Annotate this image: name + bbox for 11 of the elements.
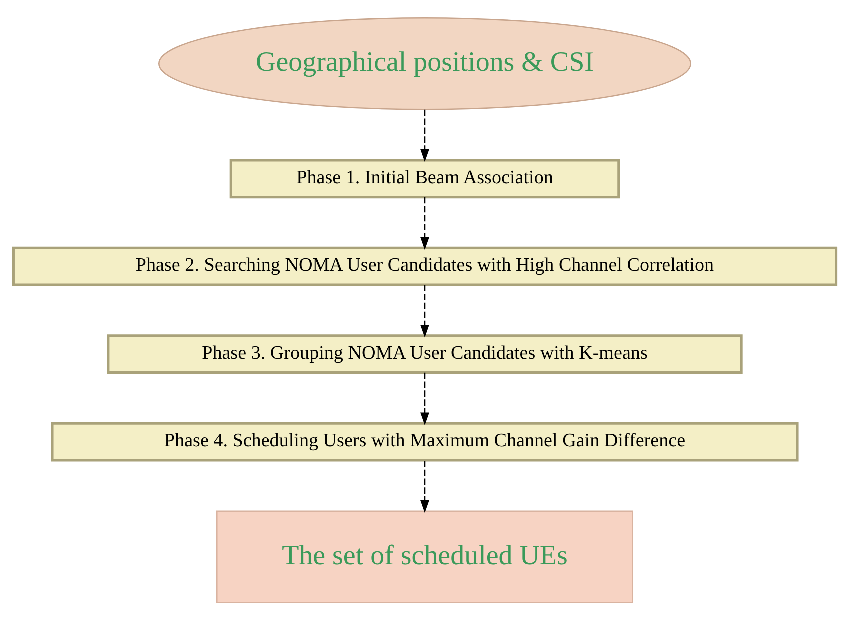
arrow: [420, 372, 430, 426]
node-box: Phase 1. Initial Beam Association: [230, 159, 620, 199]
node-ellipse: Geographical positions & CSI: [158, 17, 692, 110]
node-box: Phase 4. Scheduling Users with Maximum Channel Gain Difference: [51, 422, 799, 462]
arrow: [420, 460, 430, 514]
node-box: The set of scheduled UEs: [216, 510, 634, 604]
node-box: Phase 2. Searching NOMA User Candidates with High Channel Correlation: [12, 246, 838, 286]
arrow: [420, 110, 430, 162]
node-box: Phase 3. Grouping NOMA User Candidates with K-means: [107, 334, 743, 374]
arrow: [420, 197, 430, 250]
arrow: [420, 285, 430, 338]
